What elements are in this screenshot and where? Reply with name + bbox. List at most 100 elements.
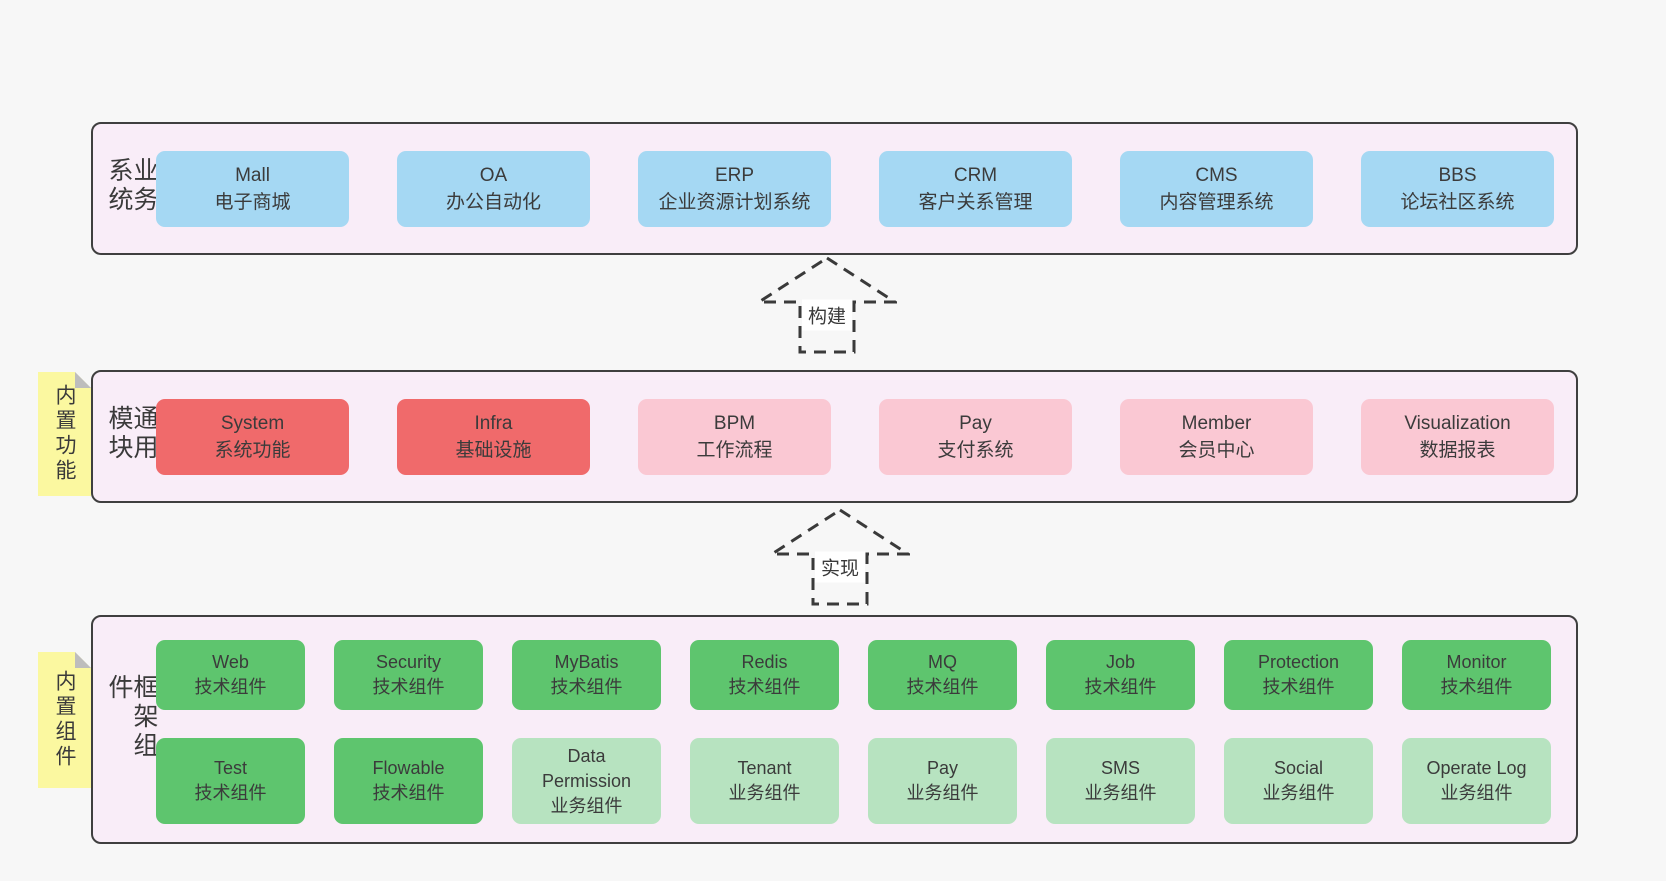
box-name: Job: [1105, 652, 1136, 672]
box-name: MyBatis: [554, 652, 619, 672]
box-desc: 业务组件: [1262, 783, 1335, 803]
box-name: System: [220, 412, 285, 434]
box-crm: CRM 客户关系管理: [879, 150, 1072, 227]
box-desc: 技术组件: [1440, 677, 1513, 697]
box-name: Protection: [1257, 652, 1340, 672]
box-desc: 数据报表: [1419, 439, 1496, 461]
box-name: Mall: [235, 164, 270, 186]
box-desc: 技术组件: [194, 677, 267, 697]
box-desc: 技术组件: [728, 677, 801, 697]
box-pay-module: Pay 支付系统: [879, 398, 1072, 475]
section-label: 框架组件: [105, 673, 158, 761]
box-flowable: Flowable 技术组件: [334, 738, 483, 824]
arrow-label: 构建: [801, 299, 853, 331]
box-name: Flowable: [372, 758, 445, 778]
box-name: ERP: [714, 164, 755, 186]
box-name: Operate Log: [1426, 758, 1527, 778]
box-system: System 系统功能: [156, 398, 349, 475]
box-redis: Redis 技术组件: [690, 640, 839, 710]
sticky-note-label: 内置功能: [53, 384, 76, 484]
box-name: Redis: [741, 652, 788, 672]
box-sms: SMS 业务组件: [1046, 738, 1195, 824]
box-cms: CMS 内容管理系统: [1120, 150, 1313, 227]
modules-box-row: System 系统功能 Infra 基础设施 BPM 工作流程 Pay 支付系统…: [156, 372, 1554, 501]
box-desc: 技术组件: [550, 677, 623, 697]
box-tenant: Tenant 业务组件: [690, 738, 839, 824]
box-desc: 办公自动化: [445, 191, 541, 213]
box-name: Social: [1273, 758, 1324, 778]
box-desc: 工作流程: [696, 439, 773, 461]
framework-tech-row: Web 技术组件 Security 技术组件 MyBatis 技术组件 Redi…: [156, 640, 1551, 710]
box-name: Pay: [959, 412, 992, 434]
box-protection: Protection 技术组件: [1224, 640, 1373, 710]
box-name: MQ: [928, 652, 957, 672]
framework-biz-row: Test 技术组件 Flowable 技术组件 Data Permission …: [156, 738, 1551, 824]
box-desc: 电子商城: [214, 191, 291, 213]
box-name: Infra: [474, 412, 513, 434]
box-bpm: BPM 工作流程: [638, 398, 831, 475]
box-desc: 会员中心: [1178, 439, 1255, 461]
box-name: CMS: [1195, 164, 1238, 186]
box-name: Test: [213, 758, 247, 778]
box-pay-component: Pay 业务组件: [868, 738, 1017, 824]
box-mq: MQ 技术组件: [868, 640, 1017, 710]
box-desc: 论坛社区系统: [1400, 191, 1515, 213]
box-operate-log: Operate Log 业务组件: [1402, 738, 1551, 824]
box-name: Web: [212, 652, 249, 672]
box-oa: OA 办公自动化: [397, 150, 590, 227]
box-desc: 客户关系管理: [918, 191, 1033, 213]
box-name: Tenant: [737, 758, 792, 778]
box-security: Security 技术组件: [334, 640, 483, 710]
section-label: 业务系统: [105, 156, 158, 215]
box-name: CRM: [953, 164, 998, 186]
box-name: OA: [479, 164, 508, 186]
box-desc: 内容管理系统: [1159, 191, 1274, 213]
box-desc: 系统功能: [214, 439, 291, 461]
business-box-row: Mall 电子商城 OA 办公自动化 ERP 企业资源计划系统 CRM 客户关系…: [156, 124, 1554, 253]
box-name: Security: [375, 652, 442, 672]
box-test: Test 技术组件: [156, 738, 305, 824]
box-web: Web 技术组件: [156, 640, 305, 710]
box-erp: ERP 企业资源计划系统: [638, 150, 831, 227]
box-name: Visualization: [1404, 412, 1511, 434]
box-desc: 业务组件: [1084, 783, 1157, 803]
box-visualization: Visualization 数据报表: [1361, 398, 1554, 475]
box-name: Member: [1181, 412, 1252, 434]
section-label: 通用模块: [105, 404, 158, 463]
section-framework-components: 框架组件 Web 技术组件 Security 技术组件 MyBatis 技术组件…: [91, 615, 1578, 844]
up-arrow-icon: [757, 256, 897, 354]
arrow-label: 实现: [814, 551, 866, 583]
box-monitor: Monitor 技术组件: [1402, 640, 1551, 710]
box-member: Member 会员中心: [1120, 398, 1313, 475]
box-data-permission: Data Permission 业务组件: [512, 738, 661, 824]
sticky-note-builtin-components: 内置组件: [38, 652, 91, 788]
box-desc: 基础设施: [455, 439, 532, 461]
box-desc: 业务组件: [1440, 783, 1513, 803]
box-desc: 支付系统: [937, 439, 1014, 461]
box-desc: 技术组件: [1262, 677, 1335, 697]
box-mall: Mall 电子商城: [156, 150, 349, 227]
box-job: Job 技术组件: [1046, 640, 1195, 710]
arrow-implement: 实现: [770, 508, 910, 607]
sticky-note-label: 内置组件: [53, 670, 76, 770]
box-name: Monitor: [1446, 652, 1507, 672]
box-desc: 业务组件: [728, 783, 801, 803]
box-name: Pay: [926, 758, 959, 778]
box-bbs: BBS 论坛社区系统: [1361, 150, 1554, 227]
sticky-note-builtin-features: 内置功能: [38, 372, 91, 496]
box-desc: 业务组件: [550, 795, 623, 816]
box-name: BBS: [1438, 164, 1477, 186]
box-desc: 技术组件: [372, 677, 445, 697]
box-name: SMS: [1100, 758, 1140, 778]
box-desc: 业务组件: [906, 783, 979, 803]
arrow-build: 构建: [757, 256, 897, 355]
box-name: BPM: [713, 412, 756, 434]
up-arrow-icon: [770, 508, 910, 606]
box-desc: 技术组件: [194, 783, 267, 803]
box-social: Social 业务组件: [1224, 738, 1373, 824]
section-common-modules: 通用模块 System 系统功能 Infra 基础设施 BPM 工作流程 Pay…: [91, 370, 1578, 503]
box-desc: 企业资源计划系统: [658, 191, 811, 213]
box-desc: 技术组件: [1084, 677, 1157, 697]
box-name: Data Permission: [541, 745, 632, 791]
